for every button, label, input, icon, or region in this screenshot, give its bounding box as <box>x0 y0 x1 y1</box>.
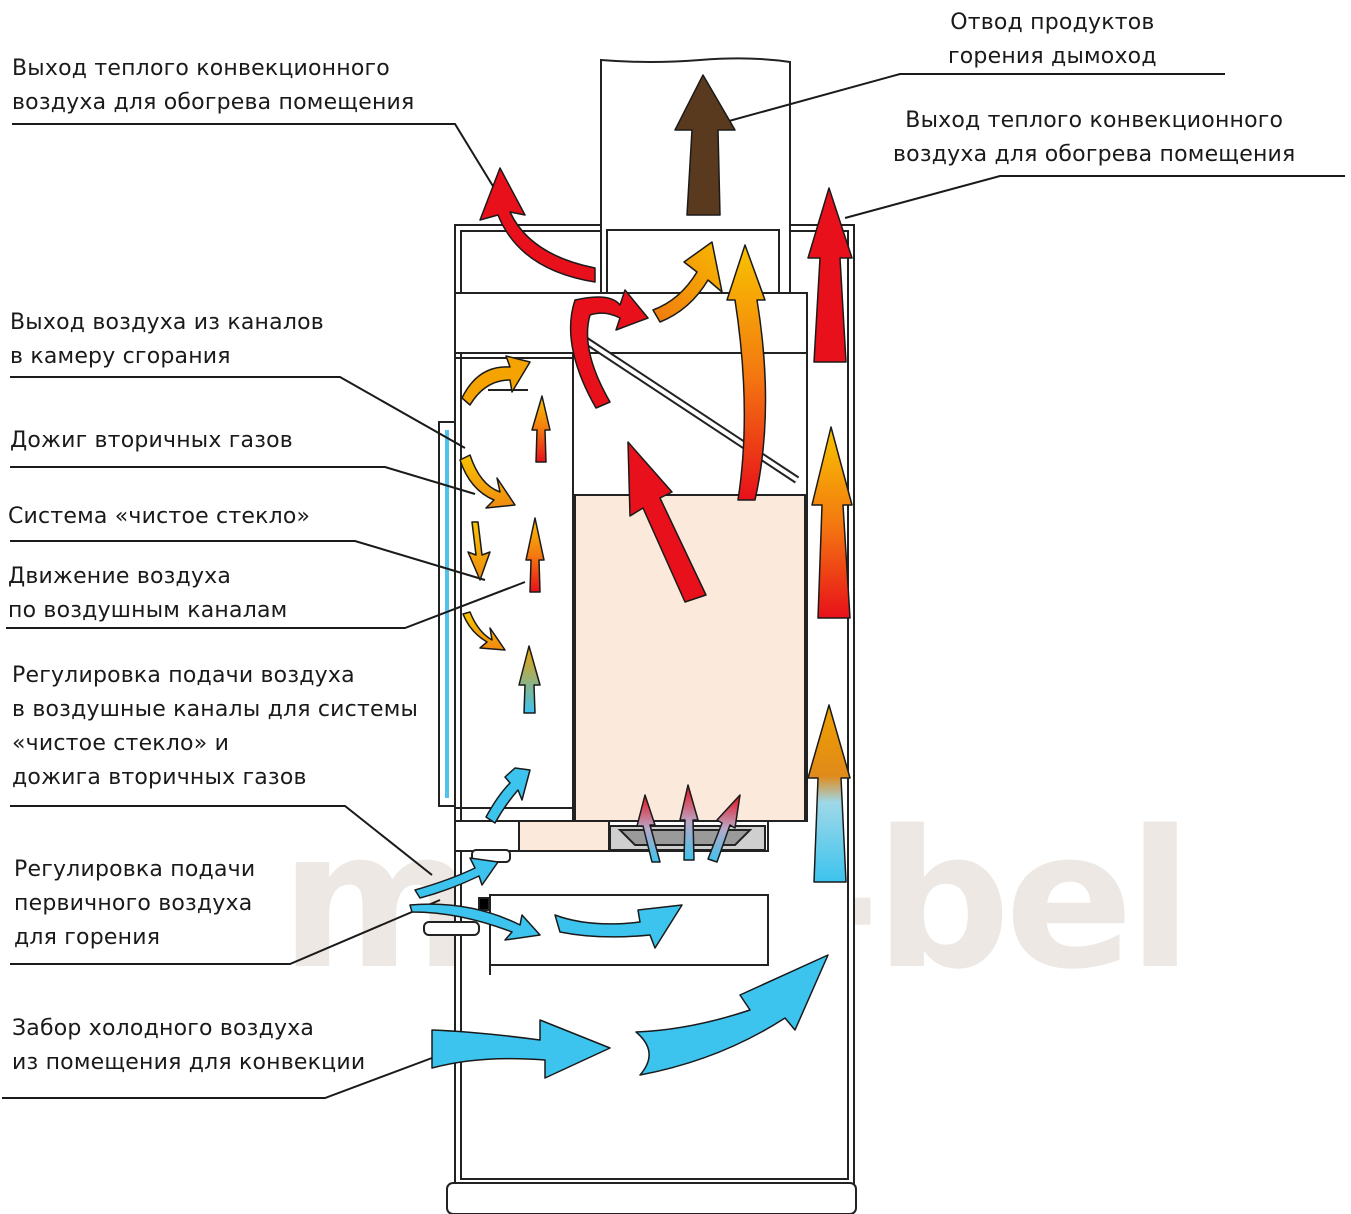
label-channel-regulation: Регулировка подачи воздуха в воздушные к… <box>12 659 418 795</box>
label-clean-glass: Система «чистое стекло» <box>8 500 310 534</box>
label-air-exit-channels-line2: в камеру сгорания <box>10 344 231 369</box>
label-warm-air-left-line2: воздуха для обогрева помещения <box>12 90 415 115</box>
label-air-movement-line1: Движение воздуха <box>8 564 232 589</box>
leader-lines <box>2 73 1345 1099</box>
label-channel-regulation-line1: Регулировка подачи воздуха <box>12 663 355 688</box>
label-chimney-line1: Отвод продуктов <box>950 10 1155 35</box>
label-air-movement-line2: по воздушным каналам <box>8 598 288 623</box>
label-warm-air-right-line1: Выход теплого конвекционного <box>905 108 1284 133</box>
stove-body <box>423 57 857 1214</box>
label-primary-regulation-line1: Регулировка подачи <box>14 857 256 882</box>
label-afterburn: Дожиг вторичных газов <box>10 424 293 458</box>
label-air-movement: Движение воздуха по воздушным каналам <box>8 560 287 628</box>
label-warm-air-left: Выход теплого конвекционного воздуха для… <box>12 52 414 120</box>
airflow-arrows <box>409 74 853 1079</box>
label-channel-regulation-line3: «чистое стекло» и <box>12 731 230 756</box>
label-primary-regulation-line2: первичного воздуха <box>14 891 253 916</box>
label-primary-regulation: Регулировка подачи первичного воздуха дл… <box>14 853 255 955</box>
label-channel-regulation-line2: в воздушные каналы для системы <box>12 697 419 722</box>
label-warm-air-right-line2: воздуха для обогрева помещения <box>893 142 1296 167</box>
label-chimney-line2: горения дымоход <box>948 44 1157 69</box>
label-air-exit-channels-line1: Выход воздуха из каналов <box>10 310 324 335</box>
label-primary-regulation-line3: для горения <box>14 925 161 950</box>
label-cold-air-intake: Забор холодного воздуха из помещения для… <box>12 1012 365 1080</box>
label-cold-air-intake-line1: Забор холодного воздуха <box>12 1016 315 1041</box>
label-cold-air-intake-line2: из помещения для конвекции <box>12 1050 366 1075</box>
label-chimney: Отвод продуктов горения дымоход <box>948 6 1157 74</box>
label-air-exit-channels: Выход воздуха из каналов в камеру сгоран… <box>10 306 324 374</box>
label-channel-regulation-line4: дожига вторичных газов <box>12 765 307 790</box>
label-clean-glass-line1: Система «чистое стекло» <box>8 504 311 529</box>
label-afterburn-line1: Дожиг вторичных газов <box>10 428 293 453</box>
label-warm-air-left-line1: Выход теплого конвекционного <box>12 56 390 81</box>
label-warm-air-right: Выход теплого конвекционного воздуха для… <box>893 104 1295 172</box>
